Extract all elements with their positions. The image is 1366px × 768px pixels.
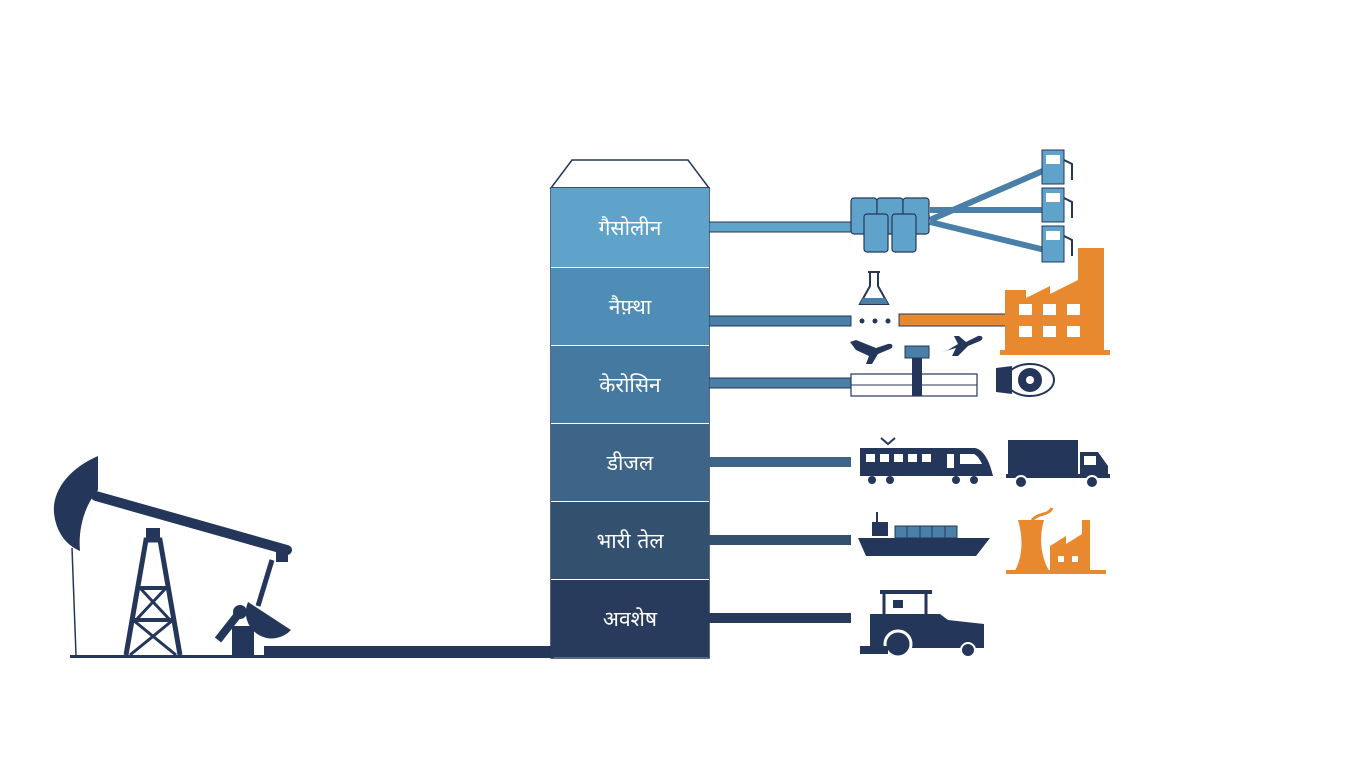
cargo-ship-icon (858, 512, 990, 556)
heavy-oil-pipe (709, 535, 851, 545)
tower-roof (549, 159, 711, 189)
fraction-residue: अवशेष (551, 579, 709, 657)
fraction-heavy-oil: भारी तेल (551, 501, 709, 579)
valve (891, 213, 917, 253)
residue-pipe (709, 613, 851, 623)
naphtha-dot (872, 318, 878, 324)
factory-icon (1000, 248, 1110, 355)
oil-pumpjack-icon (53, 456, 292, 657)
naphtha-dot (859, 318, 865, 324)
kerosene-pipe (708, 377, 855, 389)
jet-engine-icon (996, 363, 1055, 397)
airport-terminal (850, 345, 978, 397)
train-icon (860, 437, 993, 484)
valve (863, 213, 889, 253)
fraction-kerosene: केरोसिन (551, 345, 709, 423)
tractor-icon (860, 590, 984, 659)
fraction-naphtha: नैफ़्था (551, 267, 709, 345)
naphtha-pipe-left (708, 315, 852, 327)
output-pipes (708, 221, 1008, 623)
fuel-pump-icon (1041, 149, 1073, 185)
fraction-gasoline: गैसोलीन (551, 188, 709, 267)
naphtha-dot (885, 318, 891, 324)
fuel-pump-icon (1041, 225, 1073, 263)
naphtha-pipe-right (898, 313, 1008, 327)
feed-pipe (264, 646, 554, 658)
fraction-diesel: डीजल (551, 423, 709, 501)
truck-icon (1006, 440, 1110, 489)
fuel-pump-icon (1041, 187, 1073, 223)
chemistry-flask-icon (858, 271, 890, 305)
diesel-pipe (709, 457, 851, 467)
ground-line (70, 655, 265, 658)
airplane-icon (850, 335, 983, 364)
gasoline-distribution (850, 167, 1047, 253)
power-plant-icon (1006, 507, 1106, 574)
gasoline-pipe (708, 221, 856, 233)
